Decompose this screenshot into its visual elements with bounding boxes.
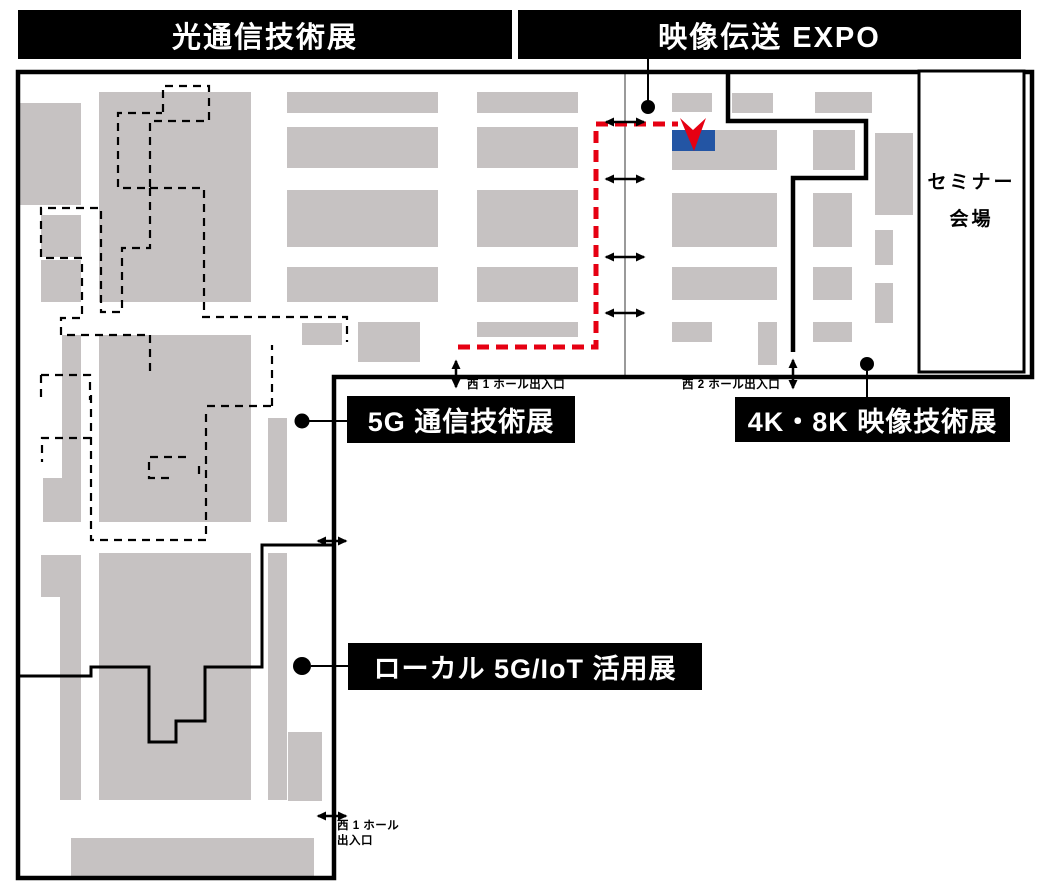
- booth: [813, 130, 855, 170]
- zone-label-4k8k: 4K・8K 映像技術展: [735, 397, 1010, 442]
- booth: [477, 267, 578, 302]
- booth: [287, 190, 438, 247]
- 4k8k-marker-dot: [860, 357, 874, 371]
- booth: [477, 92, 578, 113]
- booth: [99, 335, 251, 522]
- local5g-marker-dot: [293, 657, 311, 675]
- booth: [99, 92, 251, 302]
- zone-label-4k8k-text: 4K・8K 映像技術展: [747, 407, 998, 437]
- booth: [672, 267, 777, 300]
- banner-optical-expo-label: 光通信技術展: [171, 21, 358, 54]
- booth: [287, 127, 438, 168]
- booth: [268, 553, 287, 800]
- exit-label-west1-bottom-line1: 西 1 ホール: [337, 820, 400, 832]
- zone-label-5g: 5G 通信技術展: [347, 396, 575, 443]
- booth: [477, 190, 578, 247]
- video-expo-marker-dot: [641, 100, 655, 114]
- booth: [477, 322, 578, 337]
- booth: [41, 215, 81, 257]
- banner-video-expo: 映像伝送 EXPO: [518, 10, 1021, 59]
- 5g-marker-dot: [294, 413, 310, 429]
- booth: [672, 322, 712, 342]
- zone-label-local5g-iot: ローカル 5G/IoT 活用展: [348, 643, 702, 690]
- exit-label-west2-top: 西 2 ホール出入口: [682, 379, 781, 391]
- booth: [758, 322, 777, 365]
- zone-label-local5g-iot-text: ローカル 5G/IoT 活用展: [373, 654, 677, 684]
- booth: [813, 267, 852, 300]
- booth: [60, 597, 81, 800]
- destination-pin-icon: [680, 118, 706, 151]
- booth: [302, 323, 342, 345]
- exit-label-west1-bottom-line2: 出入口: [337, 835, 373, 847]
- booth: [62, 335, 81, 522]
- booth: [20, 103, 81, 205]
- booth: [268, 418, 287, 522]
- zone-markers: [293, 59, 874, 675]
- booth: [875, 133, 913, 215]
- zone-dashed-boundary: [39, 84, 349, 542]
- zone-label-5g-text: 5G 通信技術展: [367, 407, 555, 437]
- booth: [732, 93, 773, 113]
- booth: [287, 92, 438, 113]
- booth: [287, 267, 438, 302]
- booths: [20, 92, 913, 878]
- booth: [875, 230, 893, 265]
- booth: [815, 92, 872, 113]
- exit-label-west1-bottom: 西 1 ホール 出入口: [337, 819, 399, 849]
- booth: [477, 127, 578, 168]
- booth: [813, 322, 852, 342]
- booth: [41, 260, 81, 302]
- exit-label-west1-top: 西 1 ホール出入口: [467, 379, 566, 391]
- seminar-room-label: セミナー 会場: [920, 164, 1023, 238]
- seminar-room: [917, 69, 1026, 374]
- expo-zone-boundary-line: [725, 72, 869, 352]
- booth: [71, 838, 314, 878]
- local5g-zone-boundary-line: [18, 543, 332, 744]
- booth: [41, 555, 81, 597]
- banner-optical-expo: 光通信技術展: [18, 10, 512, 59]
- hall-outline: [15, 69, 1035, 881]
- banner-video-expo-label: 映像伝送 EXPO: [658, 21, 881, 54]
- booth: [672, 93, 712, 112]
- booth: [813, 193, 852, 247]
- arrows: [316, 117, 798, 821]
- booth: [672, 193, 777, 247]
- seminar-room-label-line2: 会場: [949, 209, 994, 230]
- seminar-room-label-line1: セミナー: [927, 172, 1016, 193]
- booth: [358, 322, 420, 362]
- booth: [43, 478, 81, 522]
- booth: [875, 283, 893, 323]
- booth: [288, 732, 322, 801]
- booth: [99, 553, 251, 800]
